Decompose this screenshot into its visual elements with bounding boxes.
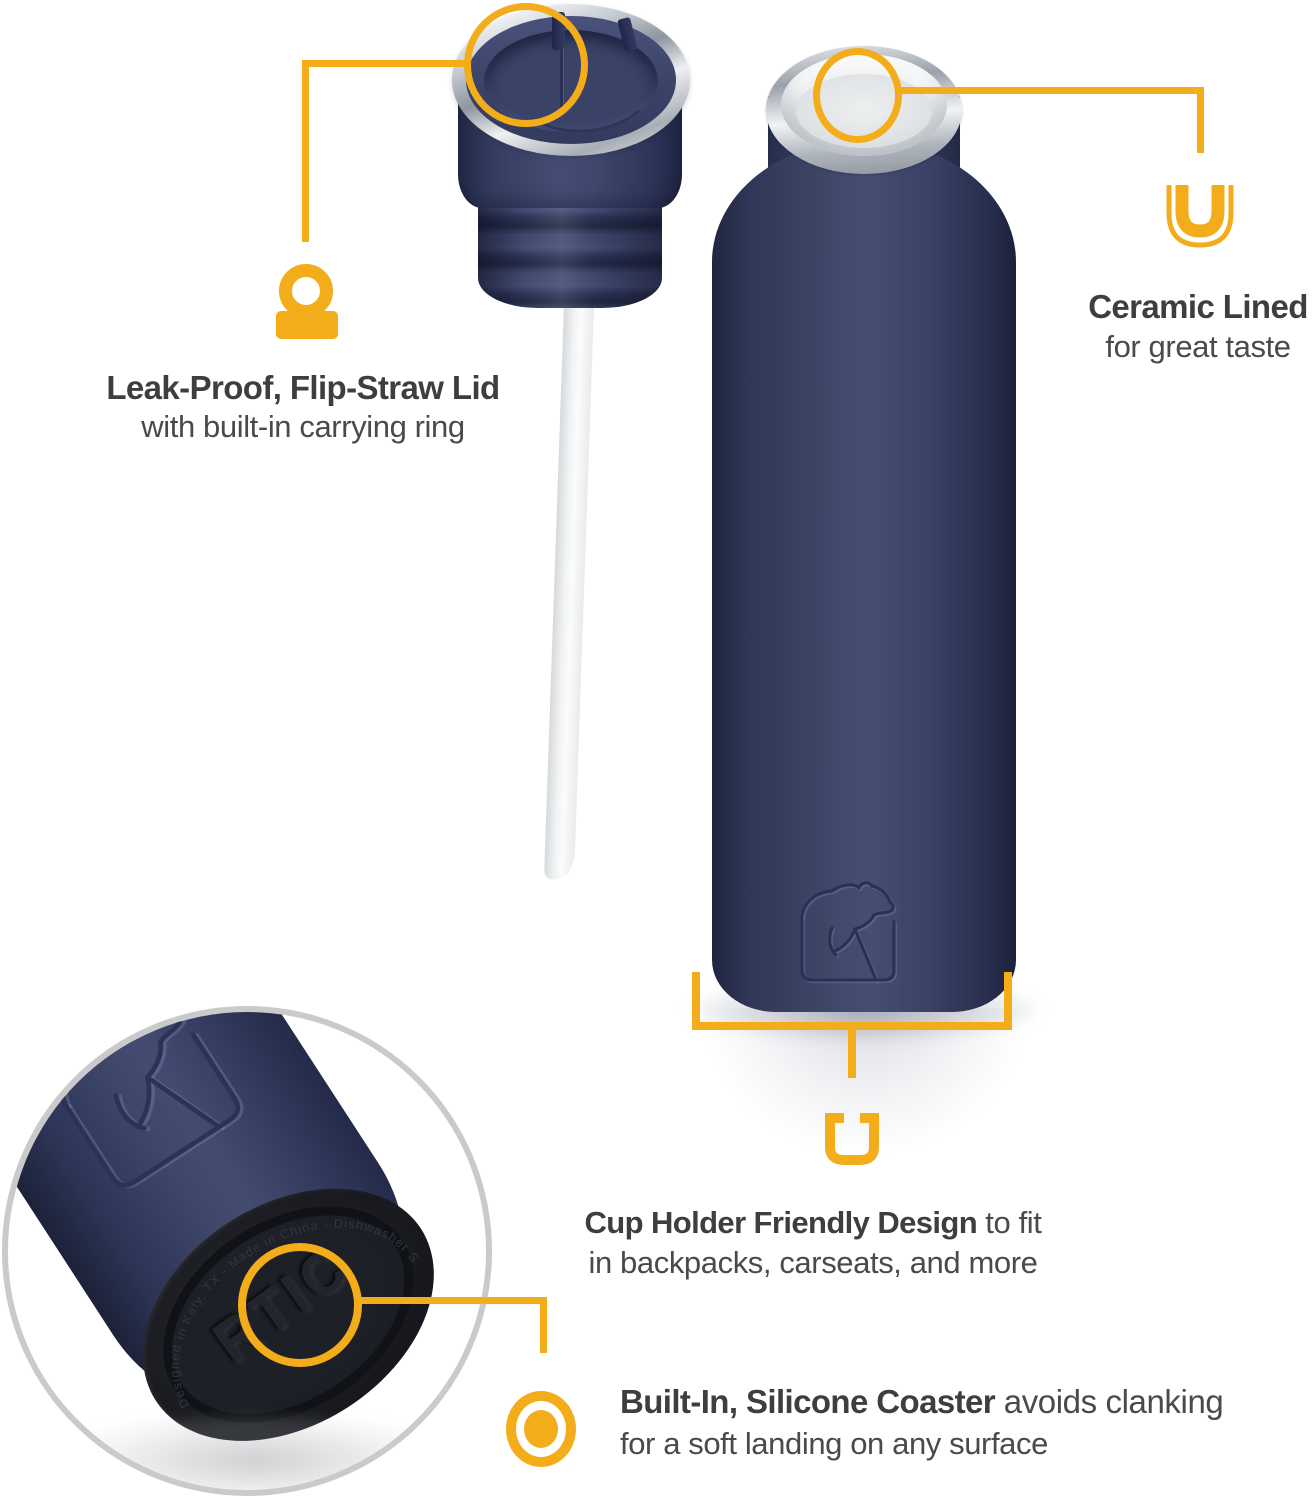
lid-threads (478, 196, 662, 308)
rtic-bear-logo-embossed (800, 881, 898, 984)
lid-callout-line-v (302, 60, 309, 242)
carrying-ring-icon-base (276, 311, 338, 339)
coaster-icon-center (524, 1410, 558, 1448)
coaster-callout-line2: for a soft landing on any surface (620, 1425, 1048, 1461)
lid-callout-line-h (302, 60, 468, 67)
cup-holder-callout-line2: in backpacks, carseats, and more (588, 1244, 1038, 1280)
carrying-ring-icon-loop (279, 264, 333, 318)
ceramic-callout-line-h (898, 87, 1204, 94)
coaster-callout-line-v (540, 1297, 547, 1353)
lid-callout-subtitle: with built-in carrying ring (141, 408, 465, 444)
opening-highlight-circle (813, 48, 902, 143)
bottle-body (712, 296, 1016, 1012)
cup-holder-callout-text: Cup Holder Friendly Design to fit in bac… (563, 1205, 1063, 1280)
cup-holder-icon (825, 1113, 879, 1165)
cup-holder-title-regular: to fit (977, 1205, 1042, 1240)
closeup-floor-shadow (44, 1410, 464, 1490)
ceramic-callout-line-v (1197, 87, 1204, 153)
cup-holder-title-bold: Cup Holder Friendly Design (584, 1205, 978, 1240)
coaster-title-regular: avoids clanking (994, 1383, 1224, 1420)
bottle-reflection (700, 1008, 1030, 1158)
lid-callout-title: Leak-Proof, Flip-Straw Lid (106, 369, 500, 406)
lid-highlight-circle (464, 3, 588, 127)
rtic-bear-logo-embossed-closeup (59, 1012, 244, 1189)
lid-callout-text: Leak-Proof, Flip-Straw Lid with built-in… (55, 369, 551, 445)
ceramic-callout-text: Ceramic Lined for great taste (1078, 288, 1312, 365)
bracket-right (1004, 972, 1012, 1030)
cup-holder-callout-title: Cup Holder Friendly Design to fit (563, 1205, 1063, 1241)
straw (543, 247, 596, 881)
coaster-closeup-photo: Designed in Katy, TX - Made in China - D… (2, 1006, 492, 1496)
coaster-title-bold: Built-In, Silicone Coaster (620, 1383, 996, 1420)
coaster-callout-title: Built-In, Silicone Coaster avoids clanki… (620, 1383, 1290, 1421)
ceramic-lining-icon (1166, 185, 1234, 248)
bracket-stem (848, 1030, 856, 1078)
coaster-icon-ring (506, 1391, 576, 1467)
bracket-bottom (692, 1022, 1012, 1030)
ceramic-callout-subtitle: for great taste (1105, 328, 1291, 364)
coaster-callout-line-h (356, 1297, 547, 1304)
coaster-highlight-circle (238, 1243, 362, 1367)
ceramic-callout-title: Ceramic Lined (1088, 288, 1308, 325)
bracket-left (692, 972, 700, 1030)
coaster-callout-text: Built-In, Silicone Coaster avoids clanki… (620, 1383, 1290, 1462)
